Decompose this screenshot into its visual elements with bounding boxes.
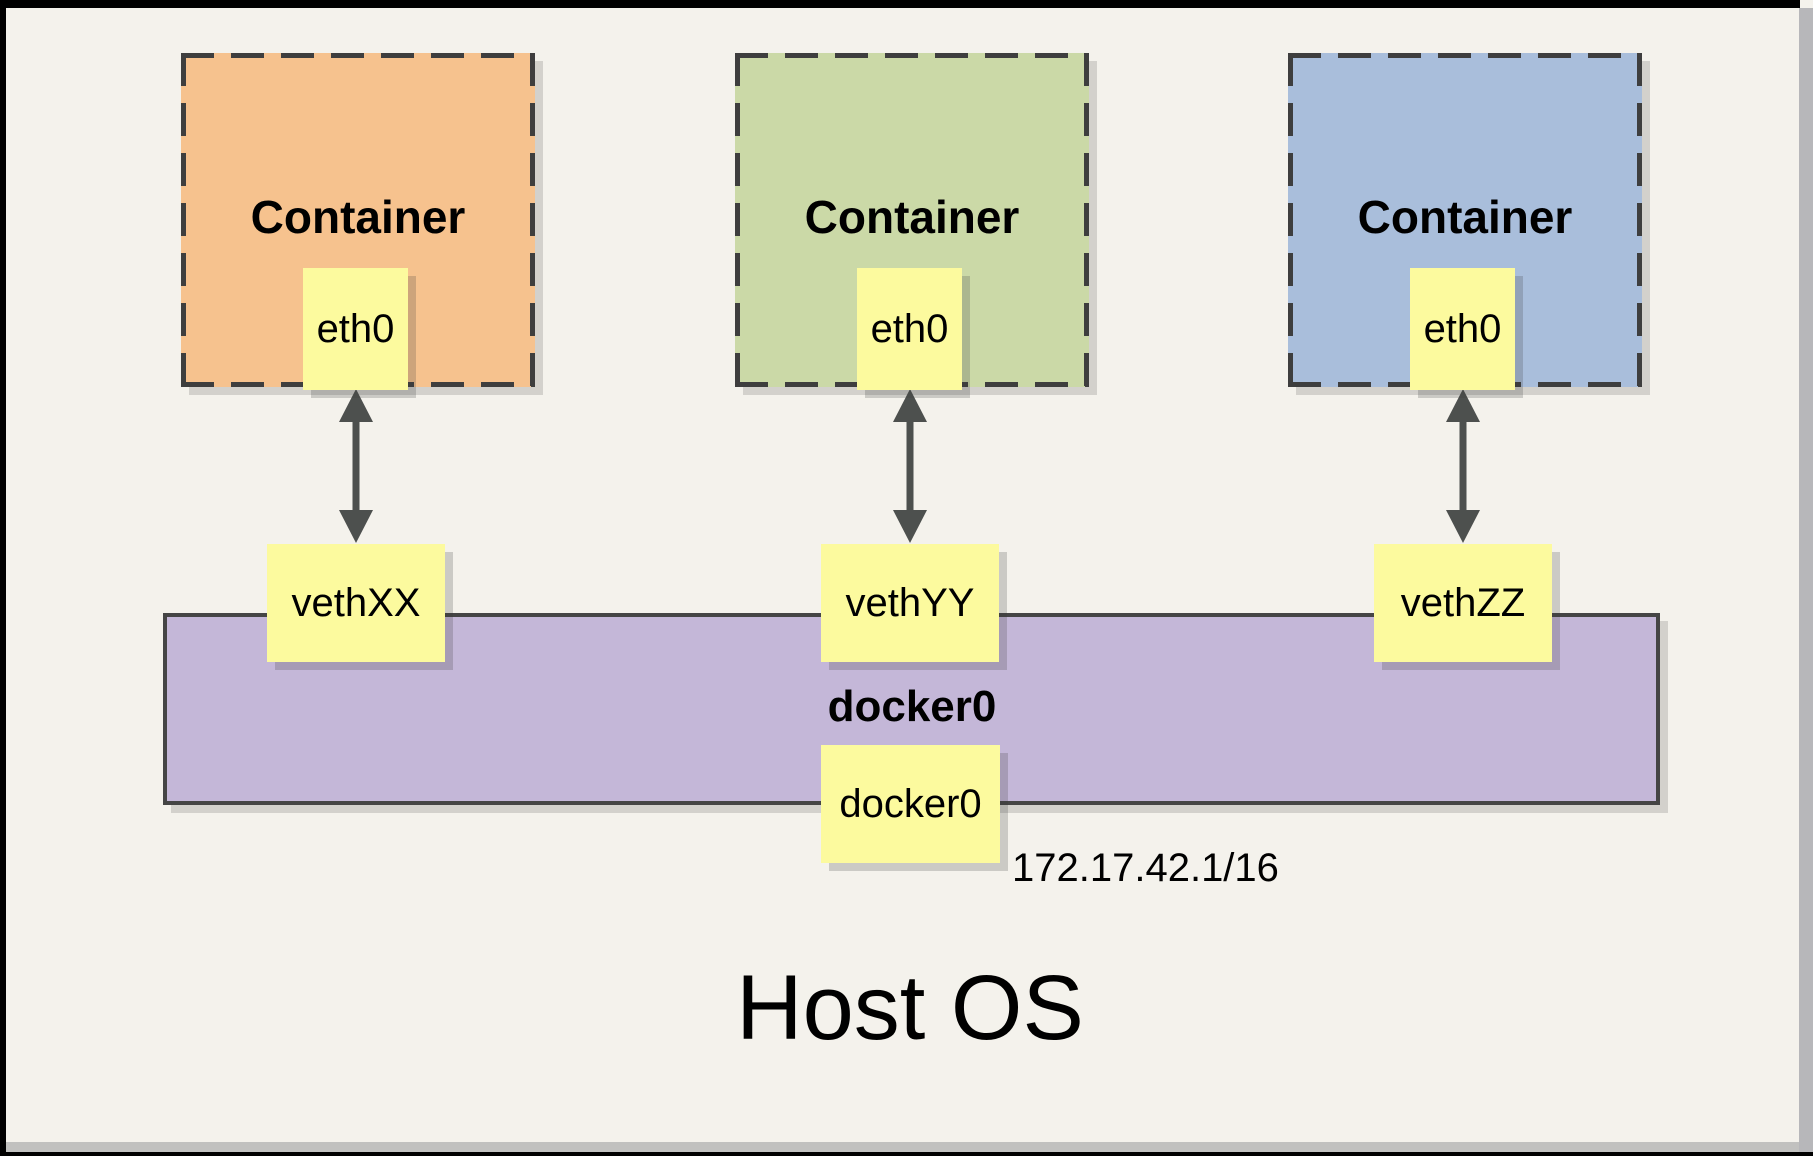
container-1-title: Container: [250, 191, 466, 243]
eth0-box-container2: eth0: [857, 268, 962, 390]
vethxx-label: vethXX: [291, 581, 421, 625]
arrow-container2-to-vethyy: [893, 389, 927, 543]
eth0-box-container1: eth0: [303, 268, 408, 390]
vethyy-label: vethYY: [845, 581, 975, 625]
eth0-label-container3: eth0: [1423, 307, 1502, 351]
vethyy-box: vethYY: [821, 544, 999, 662]
frame-border-top: [0, 0, 1800, 8]
docker0-interface-box: docker0: [821, 745, 1000, 863]
frame-shadow-right: [1799, 8, 1813, 1152]
container-3-title: Container: [1357, 191, 1573, 243]
container-2-title: Container: [804, 191, 1020, 243]
eth0-label-container2: eth0: [870, 307, 949, 351]
docker0-bridge-title: docker0: [827, 682, 997, 731]
frame-border-left: [0, 0, 6, 1156]
eth0-box-container3: eth0: [1410, 268, 1515, 390]
arrow-container1-to-vethxx: [339, 389, 373, 543]
frame-border-bottom: [0, 1152, 1813, 1156]
host-os-title: Host OS: [736, 957, 1084, 1059]
vethxx-box: vethXX: [267, 544, 445, 662]
vethzz-box: vethZZ: [1374, 544, 1552, 662]
arrow-container3-to-vethzz: [1446, 389, 1480, 543]
eth0-label-container1: eth0: [316, 307, 395, 351]
vethzz-label: vethZZ: [1400, 581, 1526, 625]
docker0-ip-address: 172.17.42.1/16: [1012, 846, 1279, 890]
docker0-interface-label: docker0: [839, 782, 982, 826]
frame-shadow-bottom: [6, 1142, 1799, 1152]
